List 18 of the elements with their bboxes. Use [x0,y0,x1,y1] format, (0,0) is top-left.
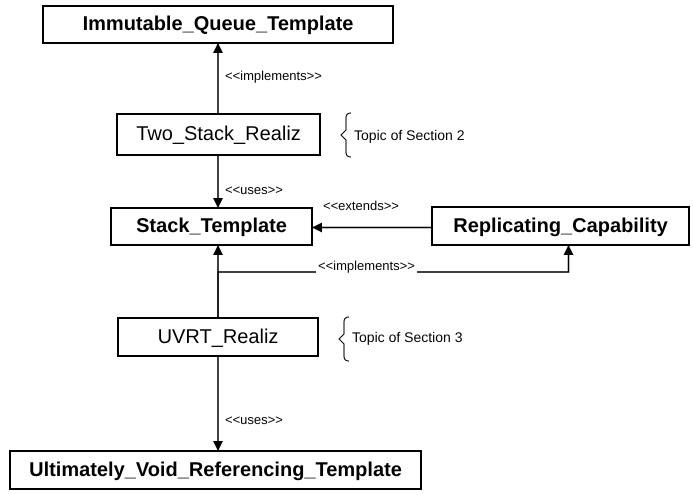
class-name: Stack_Template [136,214,287,239]
class-name: Two_Stack_Realiz [136,122,301,147]
class-box [116,113,321,156]
arrow [213,357,223,451]
class-box [110,207,313,246]
class-box [117,317,319,357]
arrow [213,43,223,113]
arrow [312,222,431,232]
class-box [9,450,422,490]
class-name: UVRT_Realiz [158,324,278,350]
class-box [42,5,394,44]
class-name: Replicating_Capability [453,214,668,238]
class-name: Immutable_Queue_Template [82,12,354,37]
class-name: Ultimately_Void_Referencing_Template [29,458,402,482]
arrow [213,156,223,208]
note-text: Topic of Section 2 [354,126,465,145]
class-box [431,206,690,246]
note-text: Topic of Section 3 [352,328,463,347]
